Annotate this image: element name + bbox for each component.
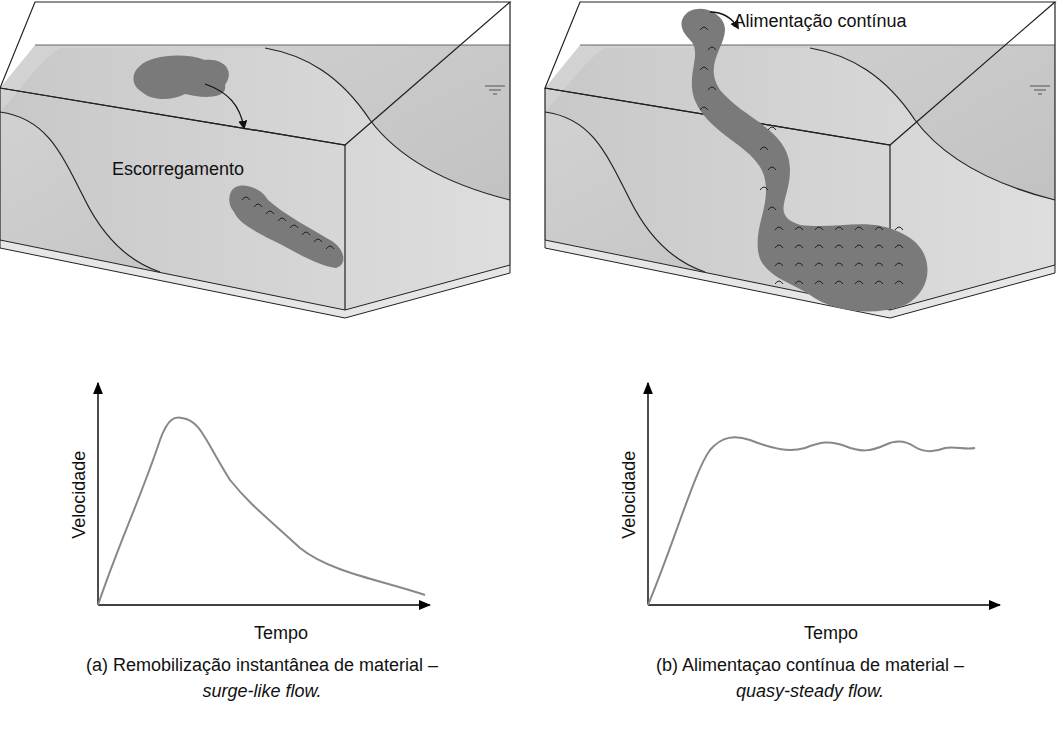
water-surface <box>35 45 510 46</box>
flow-texture-stroke <box>775 227 783 230</box>
flow-texture-stroke <box>768 167 776 170</box>
caption-text: surge-like flow. <box>202 681 321 703</box>
flow-texture-stroke <box>314 239 322 242</box>
flow-texture-stroke <box>895 245 903 248</box>
flow-texture <box>242 27 903 284</box>
flow-texture-stroke <box>768 207 776 210</box>
axis-label: Tempo <box>804 623 858 645</box>
axis-label: Velocidade <box>69 451 91 539</box>
caption-text: (b) Alimentaçao contínua de material – <box>656 655 964 677</box>
callout-label: Alimentação contínua <box>733 11 906 33</box>
axis-label: Tempo <box>254 623 308 645</box>
flow-texture-stroke <box>775 263 783 266</box>
x-axis <box>648 604 1000 605</box>
flow-texture-stroke <box>795 227 803 230</box>
flow-texture-stroke <box>815 227 823 230</box>
flow-texture-stroke <box>835 245 843 248</box>
slide-arrow <box>205 84 244 128</box>
flow-texture-stroke <box>700 67 708 70</box>
flow-texture-stroke <box>290 225 298 228</box>
flow-texture-stroke <box>835 263 843 266</box>
flow-texture-stroke <box>855 263 863 266</box>
flow-texture-stroke <box>266 211 274 214</box>
velocity-curve <box>648 437 975 605</box>
flow-texture-stroke <box>875 263 883 266</box>
flow-texture-stroke <box>795 263 803 266</box>
seabed <box>0 48 510 310</box>
flow-texture-stroke <box>760 147 768 150</box>
velocity-curve <box>98 417 425 605</box>
slide-mass <box>134 55 229 99</box>
flow-texture-stroke <box>895 281 903 284</box>
flow-texture-stroke <box>775 245 783 248</box>
flow-texture-stroke <box>254 204 262 207</box>
axis-label: Velocidade <box>619 451 641 539</box>
flow-texture-stroke <box>875 281 883 284</box>
y-axis <box>97 383 98 605</box>
water <box>0 45 510 310</box>
chart-b <box>648 383 1000 605</box>
flow-texture-stroke <box>855 227 863 230</box>
caption-text: (a) Remobilização instantânea de materia… <box>86 655 438 677</box>
flow-texture-stroke <box>815 263 823 266</box>
flow-texture-stroke <box>708 47 716 50</box>
flow-texture-stroke <box>875 245 883 248</box>
caption-text: quasy-steady flow. <box>736 681 884 703</box>
tank-b <box>545 2 1055 318</box>
callout-label: Escorregamento <box>112 159 244 181</box>
chart-a <box>98 383 430 605</box>
flow-texture-stroke <box>895 263 903 266</box>
flow-texture-stroke <box>795 245 803 248</box>
water-level-symbol <box>485 86 505 94</box>
flow-texture-stroke <box>708 87 716 90</box>
flow-texture-stroke <box>855 245 863 248</box>
surge-flow <box>229 185 343 268</box>
flow-texture-stroke <box>326 246 334 249</box>
flow-texture-stroke <box>815 281 823 284</box>
flow-texture-stroke <box>895 227 903 230</box>
flow-texture-stroke <box>795 281 803 284</box>
flow-texture-stroke <box>815 245 823 248</box>
flow-texture-stroke <box>875 227 883 230</box>
flow-texture-stroke <box>700 107 708 110</box>
flow-texture-stroke <box>835 281 843 284</box>
flow-texture-stroke <box>775 281 783 284</box>
y-axis <box>647 383 648 605</box>
flow-texture-stroke <box>278 218 286 221</box>
tank-edge <box>0 2 510 310</box>
flow-texture-stroke <box>242 197 250 200</box>
x-axis <box>98 604 430 605</box>
bottom-plate <box>0 240 510 318</box>
flow-texture-stroke <box>768 127 776 130</box>
flow-texture-stroke <box>760 187 768 190</box>
tank-a <box>0 2 510 318</box>
tank-top <box>0 2 510 145</box>
flow-texture-stroke <box>855 281 863 284</box>
flow-texture-stroke <box>835 227 843 230</box>
flow-texture-stroke <box>700 27 708 30</box>
slope-line <box>265 48 510 200</box>
flow-texture-stroke <box>302 232 310 235</box>
continuous-flow <box>681 9 927 312</box>
